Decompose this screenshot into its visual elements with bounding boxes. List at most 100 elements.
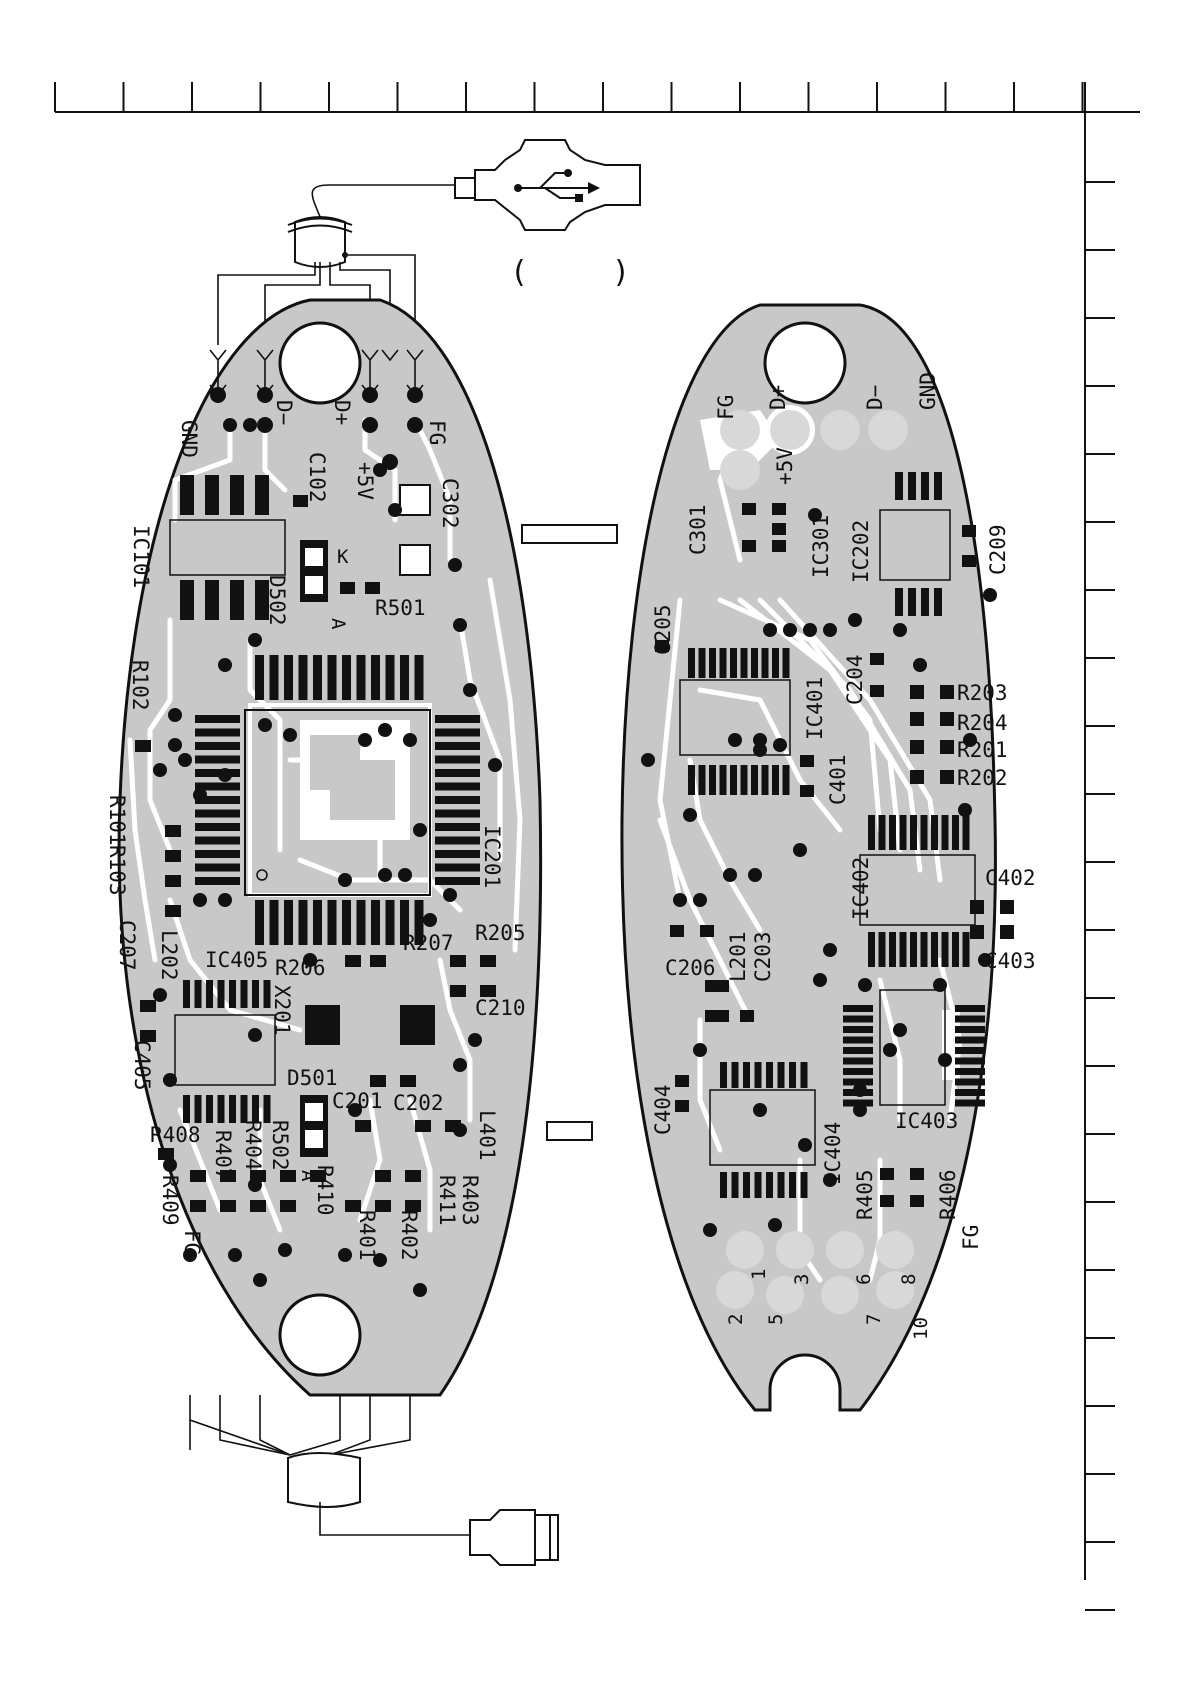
label-r402: R402 xyxy=(397,1210,421,1261)
blank-label-box-1 xyxy=(521,524,618,544)
labels-b: FG D+ D− GND +5V C301 IC301 IC202 C209 C… xyxy=(651,372,1036,1340)
paren-open: ( xyxy=(510,255,528,290)
ic401-package xyxy=(679,648,791,795)
usb-symbol-icon xyxy=(514,169,600,202)
label-r407: R407 xyxy=(211,1130,235,1181)
label-r411: R411 xyxy=(435,1175,459,1226)
mount-hole-bottom-a xyxy=(278,1293,362,1377)
pin-10: 10 xyxy=(910,1317,932,1340)
label-ic301: IC301 xyxy=(809,515,833,578)
label-r408: R408 xyxy=(150,1123,201,1147)
label-c206: C206 xyxy=(665,956,716,980)
label-c401: C401 xyxy=(826,754,850,805)
ic101-package xyxy=(169,475,286,620)
label-r206: R206 xyxy=(275,956,326,980)
label-gnd-b: GND xyxy=(916,372,940,410)
label-ic402: IC402 xyxy=(849,857,873,920)
pin-2: 2 xyxy=(725,1314,747,1325)
ruler-frame xyxy=(54,82,1140,1611)
mount-hole-top-b xyxy=(763,321,847,405)
label-dminus-a: D− xyxy=(272,400,296,425)
ic201-package xyxy=(195,655,480,945)
label-ic403: IC403 xyxy=(895,1109,958,1133)
label-ic201: IC201 xyxy=(480,825,504,888)
label-l201: L201 xyxy=(726,931,750,982)
label-r201: R201 xyxy=(957,738,1008,762)
label-r205: R205 xyxy=(475,921,526,945)
label-ic202: IC202 xyxy=(849,520,873,583)
label-c207: C207 xyxy=(115,920,139,971)
pin-3: 3 xyxy=(791,1274,813,1285)
label-r101: R101 xyxy=(105,795,129,846)
label-r501: R501 xyxy=(375,596,426,620)
bottom-pads-b xyxy=(716,1231,914,1314)
ic405-package xyxy=(174,980,276,1123)
label-r409: R409 xyxy=(158,1175,182,1226)
label-c301: C301 xyxy=(686,504,710,555)
label-r202: R202 xyxy=(957,766,1008,790)
label-r401: R401 xyxy=(355,1210,379,1261)
pin-8: 8 xyxy=(898,1274,920,1285)
label-r403: R403 xyxy=(458,1175,482,1226)
label-r406: R406 xyxy=(936,1169,960,1220)
label-c203: C203 xyxy=(751,931,775,982)
label-c210: C210 xyxy=(475,996,526,1020)
blank-label-box-2 xyxy=(546,1121,593,1141)
label-r102: R102 xyxy=(128,660,152,711)
label-r410: R410 xyxy=(313,1165,337,1216)
label-dminus-b: D− xyxy=(863,385,887,410)
label-c404: C404 xyxy=(651,1084,675,1135)
label-c205: C205 xyxy=(651,604,675,655)
ic402-package xyxy=(859,815,976,967)
label-r405: R405 xyxy=(853,1169,877,1220)
label-c102: C102 xyxy=(305,452,329,503)
label-c302: C302 xyxy=(438,478,462,529)
label-r204: R204 xyxy=(957,711,1008,735)
label-dplus-b: D+ xyxy=(766,385,790,410)
small-parts-a xyxy=(135,495,496,1212)
label-ic405: IC405 xyxy=(205,948,268,972)
label-gnd-a: GND xyxy=(177,420,201,458)
pin-5: 5 xyxy=(765,1314,787,1325)
pin-1: 1 xyxy=(748,1269,770,1280)
label-r502: R502 xyxy=(268,1120,292,1171)
label-a-top-a: A xyxy=(327,618,349,630)
label-c405: C405 xyxy=(130,1040,154,1091)
mount-hole-top-a xyxy=(278,321,362,405)
small-parts-b xyxy=(655,503,1014,1207)
label-5v-b: +5V xyxy=(773,447,797,485)
labels-a: GND D− D+ FG +5V C102 C302 IC101 D502 K … xyxy=(105,400,526,1261)
label-r404: R404 xyxy=(241,1120,265,1171)
label-c403: C403 xyxy=(985,949,1036,973)
label-x201: X201 xyxy=(270,985,294,1036)
usb-plug-bottom xyxy=(189,1395,559,1566)
paren-close: ) xyxy=(612,255,630,290)
label-r203: R203 xyxy=(957,681,1008,705)
label-c402: C402 xyxy=(985,866,1036,890)
copper-traces-a xyxy=(127,417,523,1233)
board-side-b: FG D+ D− GND +5V C301 IC301 IC202 C209 C… xyxy=(620,303,1036,1412)
usb-plug-top xyxy=(217,139,641,345)
label-r103: R103 xyxy=(105,845,129,896)
label-c204: C204 xyxy=(843,654,867,705)
label-r207: R207 xyxy=(403,931,454,955)
top-pads-a xyxy=(209,349,424,470)
label-d502: D502 xyxy=(265,575,289,626)
label-fg-a: FG xyxy=(425,420,449,445)
vias-a xyxy=(153,418,502,1297)
label-c202: C202 xyxy=(393,1091,444,1115)
label-c209: C209 xyxy=(986,524,1010,575)
pin-7: 7 xyxy=(863,1314,885,1325)
pin-6: 6 xyxy=(853,1274,875,1285)
label-fg-b: FG xyxy=(714,395,738,420)
label-k-a: K xyxy=(337,546,349,568)
label-dplus-a: D+ xyxy=(330,400,354,425)
ic404-package xyxy=(709,1062,816,1198)
label-l401: L401 xyxy=(475,1110,499,1161)
label-ic401: IC401 xyxy=(803,677,827,740)
board-side-a: GND D− D+ FG +5V C102 C302 IC101 D502 K … xyxy=(105,139,641,1566)
label-5v-a: +5V xyxy=(353,462,377,500)
label-ic101: IC101 xyxy=(129,525,153,588)
vias-b xyxy=(641,508,997,1237)
